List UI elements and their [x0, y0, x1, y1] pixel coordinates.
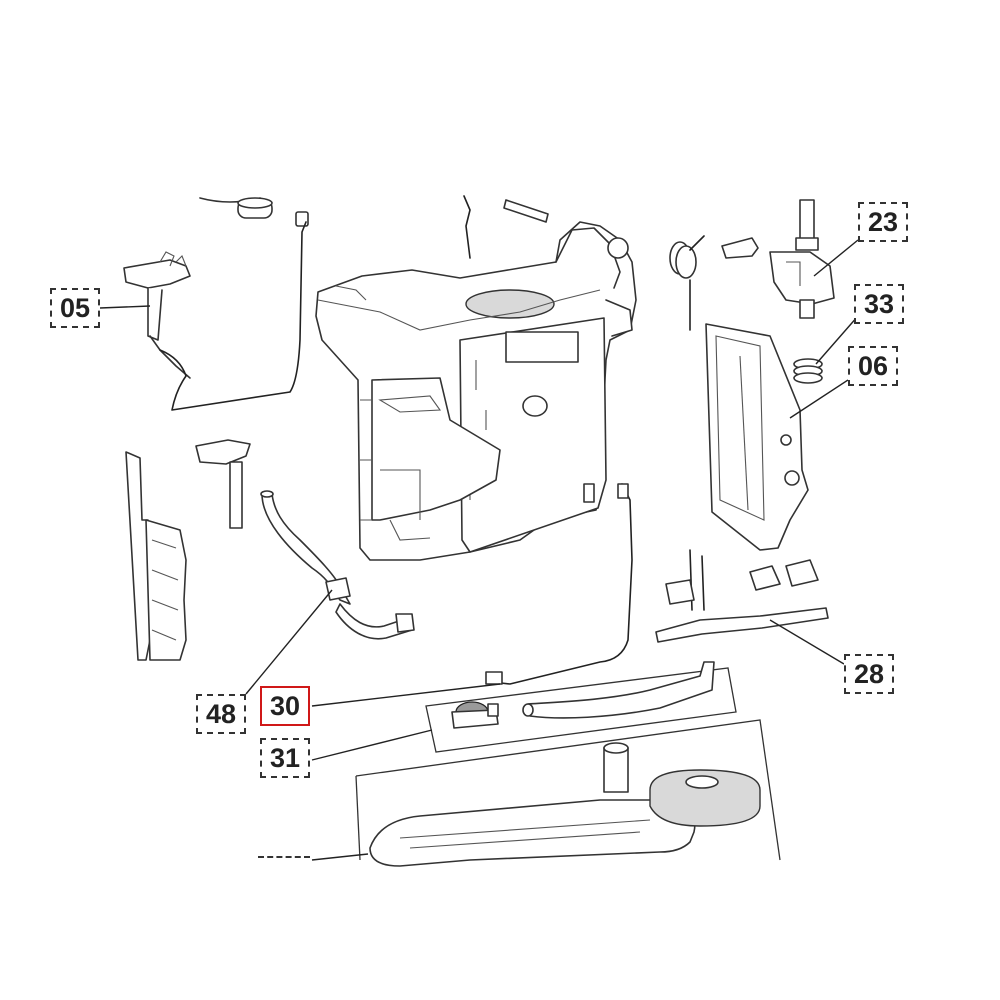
callout-28: 28: [844, 654, 894, 694]
leader-23: [813, 239, 859, 277]
leader-30: [311, 683, 501, 707]
leader-lines: [99, 239, 859, 861]
part-06-board: [705, 323, 809, 551]
callout-33: 33: [854, 284, 904, 324]
callout-06: 06: [848, 346, 898, 386]
part-48-tube: [260, 490, 415, 640]
leader-05: [99, 305, 151, 309]
main-housing: [315, 221, 637, 561]
leader-48: [245, 589, 333, 695]
callout-31: 31: [260, 738, 310, 778]
bottom-base: [355, 719, 781, 867]
part-30-tray: [425, 661, 737, 753]
part-05-valve-bracket: [123, 221, 307, 411]
part-28-hose: [655, 549, 829, 643]
part-33-spring: [793, 358, 823, 384]
callout-48: 48: [196, 694, 246, 734]
callout-30: 30: [260, 686, 310, 726]
leader-31: [311, 729, 433, 761]
top-cap-fragments: [199, 197, 309, 227]
spring-pin: [463, 195, 549, 259]
left-rail: [125, 451, 187, 661]
signal-wire: [485, 483, 633, 685]
part-31-flowmeter: [451, 701, 499, 729]
leader-06: [789, 379, 849, 419]
torsion-spring: [669, 235, 705, 331]
plunger-part: [195, 439, 251, 529]
callout-23: 23: [858, 202, 908, 242]
part-23-pump: [769, 199, 835, 319]
leader-bottom: [311, 853, 369, 861]
callout-05: 05: [50, 288, 100, 328]
callout-partial-bottom: [258, 856, 310, 860]
leader-28: [769, 619, 845, 665]
leader-33: [815, 315, 859, 365]
small-clip: [721, 237, 759, 259]
